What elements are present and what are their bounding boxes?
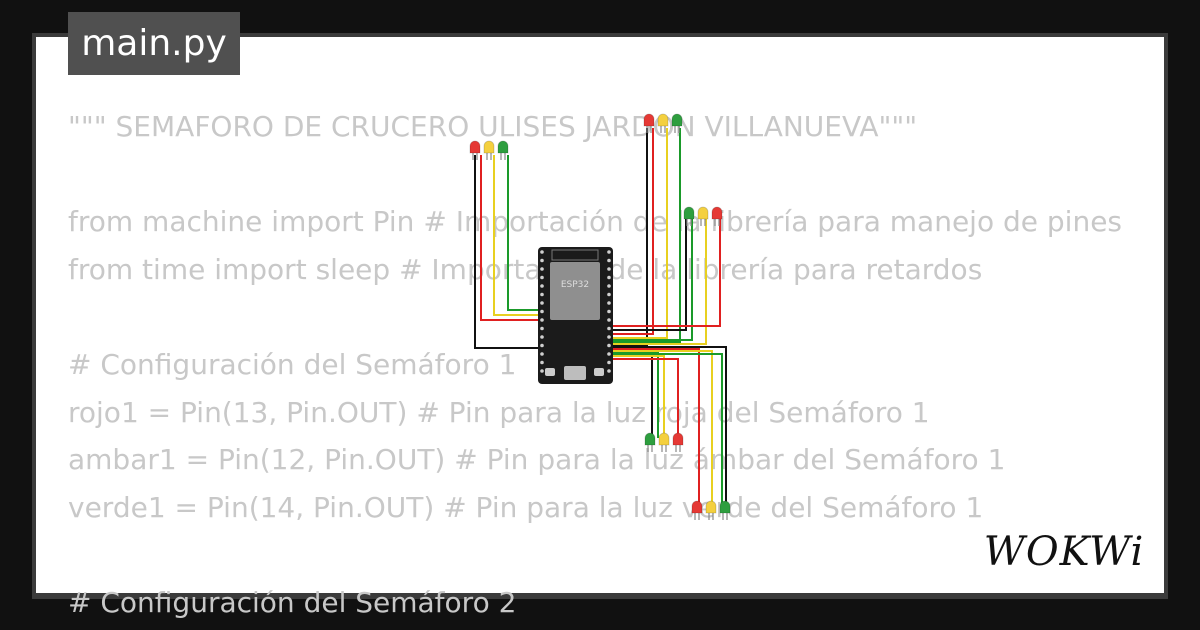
button-icon <box>594 368 604 376</box>
pin-icon <box>607 284 611 288</box>
pin-icon <box>540 267 544 271</box>
pin-icon <box>607 360 611 365</box>
file-tab[interactable]: main.py <box>68 12 240 75</box>
pin-icon <box>540 318 544 322</box>
wire <box>612 349 653 438</box>
wire <box>612 218 707 345</box>
pin-icon <box>607 309 611 314</box>
wire <box>612 355 665 438</box>
pin-icon <box>540 326 544 331</box>
wire <box>612 218 687 331</box>
wire <box>612 218 721 327</box>
pin-icon <box>540 301 544 305</box>
pin-icon <box>540 335 544 339</box>
pin-icon <box>540 292 544 297</box>
led-icon <box>483 140 495 154</box>
pin-icon <box>607 301 611 305</box>
pin-icon <box>607 318 611 322</box>
pin-icon <box>607 343 611 348</box>
code-line: # Configuración del Semáforo 2 <box>68 585 517 619</box>
led-icon <box>658 432 670 446</box>
code-line: from time import sleep # Importación de … <box>68 252 983 286</box>
pin-icon <box>540 352 544 356</box>
wire <box>493 155 540 316</box>
wire <box>612 128 668 339</box>
wire <box>480 155 540 321</box>
pin-icon <box>607 258 611 263</box>
led-icon <box>643 113 655 127</box>
usb-port-icon <box>564 366 586 380</box>
pin-icon <box>607 326 611 331</box>
led-icon <box>657 113 669 127</box>
wokwi-logo: WOKWi <box>983 529 1145 575</box>
led-icon <box>683 206 695 220</box>
led-icon <box>469 140 481 154</box>
esp32-label: ESP32 <box>561 280 589 290</box>
led-icon <box>719 500 731 514</box>
button-icon <box>545 368 555 376</box>
pin-icon <box>540 369 544 373</box>
wire <box>612 348 700 508</box>
pin-icon <box>540 275 544 280</box>
led-icon <box>697 206 709 220</box>
pin-icon <box>607 369 611 373</box>
pin-icon <box>607 352 611 356</box>
pin-icon <box>607 275 611 280</box>
code-line: from machine import Pin # Importación de… <box>68 205 1123 239</box>
code-line: """ SEMAFORO DE CRUCERO ULISES JARDON VI… <box>68 110 918 143</box>
pin-icon <box>540 309 544 314</box>
wire <box>612 128 654 335</box>
led-icon <box>711 206 723 220</box>
pin-icon <box>607 292 611 297</box>
led-icon <box>671 113 683 127</box>
pin-icon <box>540 360 544 365</box>
wire <box>612 218 693 341</box>
code-background: """ SEMAFORO DE CRUCERO ULISES JARDON VI… <box>68 103 1122 627</box>
led-icon <box>705 500 717 514</box>
wire <box>612 346 727 508</box>
wire <box>612 350 713 508</box>
wire <box>612 128 648 346</box>
led-icon <box>644 432 656 446</box>
antenna-icon <box>551 249 599 261</box>
pin-icon <box>607 335 611 339</box>
led-icon <box>691 500 703 514</box>
pin-icon <box>607 250 611 254</box>
pin-icon <box>540 258 544 263</box>
pin-icon <box>540 343 544 348</box>
code-line: # Configuración del Semáforo 1 <box>68 347 517 381</box>
wire <box>612 358 679 438</box>
code-line: rojo1 = Pin(13, Pin.OUT) # Pin para la l… <box>68 395 930 429</box>
led-icon <box>497 140 509 154</box>
led-icon <box>672 432 684 446</box>
code-line: ambar1 = Pin(12, Pin.OUT) # Pin para la … <box>68 443 1006 477</box>
wire <box>507 155 540 311</box>
code-line: verde1 = Pin(14, Pin.OUT) # Pin para la … <box>68 490 984 524</box>
wire <box>474 155 540 349</box>
wire <box>612 128 681 343</box>
pin-icon <box>540 250 544 254</box>
esp32-chip-shield <box>550 262 600 320</box>
wire <box>612 353 723 508</box>
pin-icon <box>607 267 611 271</box>
pin-icon <box>540 284 544 288</box>
